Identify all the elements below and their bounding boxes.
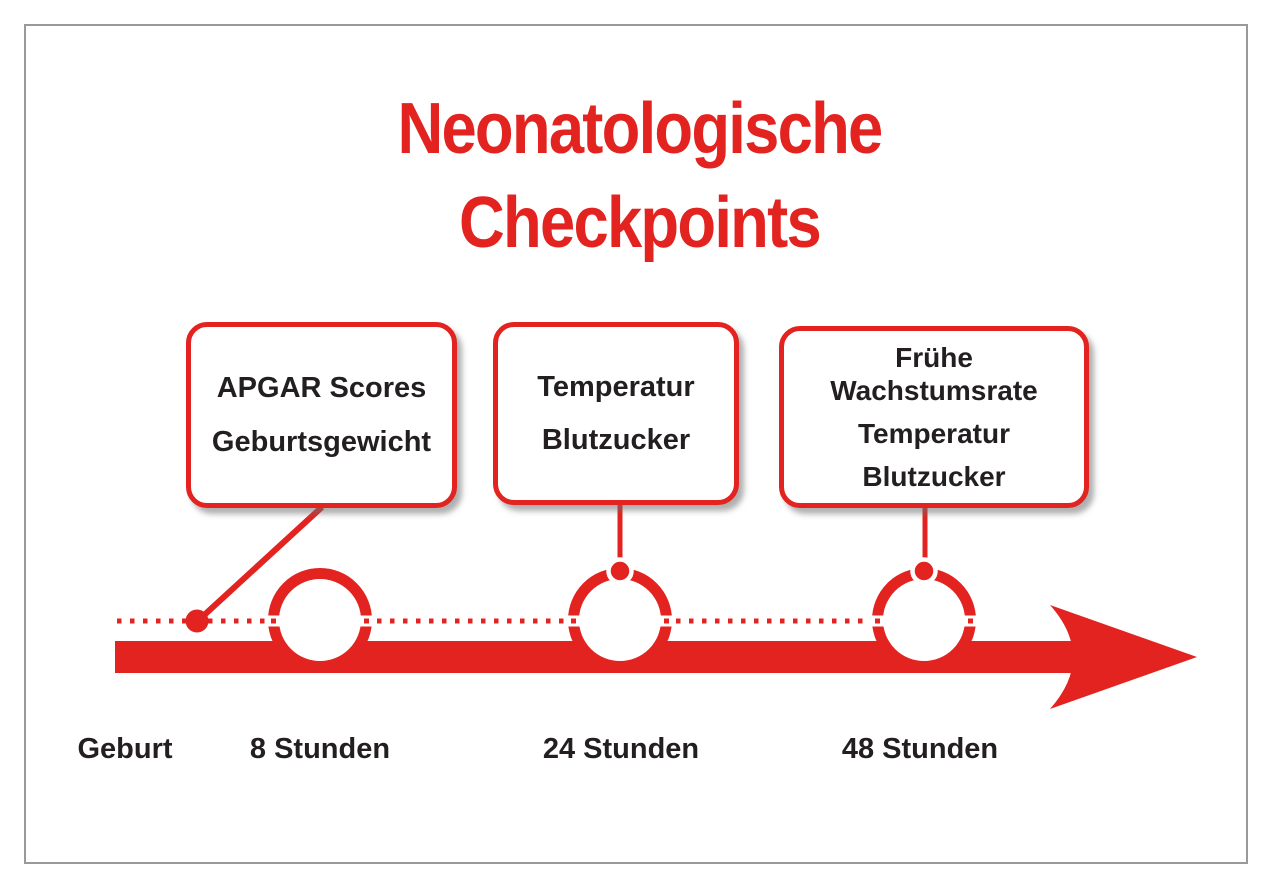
timeline-label-24-stunden: 24 Stunden — [542, 733, 700, 765]
callout-connector-line-birth — [198, 504, 325, 621]
callout-item: Blutzucker — [541, 424, 691, 456]
timeline-label-geburt: Geburt — [77, 733, 173, 765]
page-title-line-1: Neonatologische — [397, 89, 883, 169]
page-title-line-2: Checkpoints — [459, 183, 822, 263]
callout-item: Geburtsgewicht — [211, 425, 432, 458]
checkpoint-dot-48h — [910, 557, 938, 585]
dotted-line-dot — [571, 618, 576, 624]
callout-item: APGAR Scores — [216, 372, 427, 405]
dotted-line-dot — [364, 618, 369, 624]
callout-item: Temperatur — [537, 370, 695, 403]
dotted-line-dot — [968, 618, 973, 624]
page-frame — [24, 24, 1248, 864]
dotted-line-dot — [875, 618, 880, 624]
birth-marker-dot — [185, 609, 209, 633]
arrow-right-icon — [1050, 605, 1197, 709]
timeline-label-8-stunden: 8 Stunden — [249, 733, 391, 765]
callout-item: Frühe Wachstumsrate — [830, 341, 1038, 407]
dotted-line-dot — [271, 618, 276, 624]
checkpoint-dot-24h — [606, 557, 634, 585]
checkpoint-circle-8h — [268, 568, 372, 672]
checkpoint-circle-24h — [568, 568, 672, 672]
checkpoint-circle-48h — [872, 568, 976, 672]
timeline-label-48-stunden: 48 Stunden — [841, 733, 999, 765]
callout-item: Blutzucker — [862, 460, 1006, 492]
callout-item: Temperatur — [858, 418, 1010, 449]
dotted-line-dot — [664, 618, 669, 624]
